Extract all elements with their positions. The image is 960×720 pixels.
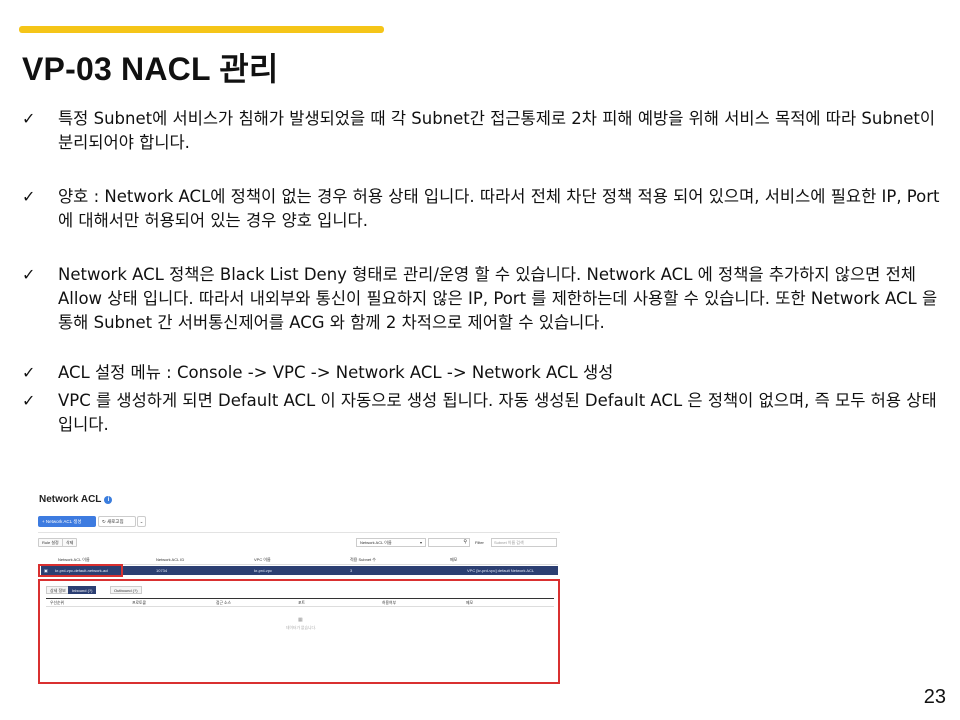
row-highlight-box	[38, 564, 123, 577]
bullet-item: ✓ ACL 설정 메뉴 : Console -> VPC -> Network …	[22, 361, 947, 385]
bullet-text: ACL 설정 메뉴 : Console -> VPC -> Network AC…	[58, 363, 614, 382]
divider	[38, 532, 560, 533]
detail-column-header: 접근 소스	[216, 601, 232, 605]
bullet-text: 특정 Subnet에 서비스가 침해가 발생되었을 때 각 Subnet간 접근…	[58, 109, 936, 152]
filter-select[interactable]: Network ACL 이름 ▾	[356, 538, 426, 547]
refresh-icon: ↻	[102, 519, 108, 524]
table-header: Network ACL 이름 Network ACL ID VPC 이름 적용 …	[44, 555, 558, 565]
rule-setting-button[interactable]: Rule 설정	[38, 538, 63, 547]
refresh-label: 새로고침	[107, 519, 124, 524]
column-header: VPC 이름	[254, 557, 271, 562]
filter-select-value: Network ACL 이름	[360, 540, 392, 545]
screenshot-title-text: Network ACL	[39, 494, 102, 505]
row-memo: VPC [kr-prd-vpc] default Network ACL	[467, 568, 535, 573]
checkmark-icon: ✓	[22, 391, 36, 410]
bullet-item: ✓ VPC 를 생성하게 되면 Default ACL 이 자동으로 생성 됩니…	[22, 389, 947, 437]
row-name: kr-prd-vpc-default-network-acl	[55, 568, 109, 573]
column-header: Network ACL ID	[156, 557, 185, 562]
page-title: VP-03 NACL 관리	[22, 51, 279, 87]
bullet-list: ✓ 특정 Subnet에 서비스가 침해가 발생되었을 때 각 Subnet간 …	[22, 107, 947, 437]
filter-label: Filter	[475, 540, 484, 545]
detail-column-header: 포트	[298, 601, 305, 605]
detail-panel-highlight: 상세 정보 Inbound (?) Outbound (?) 우선순위 프로토콜…	[38, 579, 560, 684]
bullet-text: VPC 를 생성하게 되면 Default ACL 이 자동으로 생성 됩니다.…	[58, 391, 937, 434]
empty-state-text: 데이터가 없습니다.	[286, 626, 317, 630]
bullet-item: ✓ 양호 : Network ACL에 정책이 없는 경우 허용 상태 입니다.…	[22, 185, 947, 233]
title-accent-bar	[19, 26, 384, 33]
detail-column-header: 허용여부	[382, 601, 396, 605]
table-row[interactable]: ▣ kr-prd-vpc-default-network-acl 10734 k…	[41, 566, 558, 575]
detail-column-header: 메모	[466, 601, 473, 605]
caret-down-icon: ▾	[419, 540, 422, 545]
row-subnets: 3	[350, 568, 353, 573]
chevron-down-icon[interactable]: ⌄	[137, 516, 146, 527]
page-number: 23	[923, 686, 946, 708]
tab-detail-info[interactable]: 상세 정보	[46, 586, 70, 594]
column-header: Network ACL 이름	[58, 557, 90, 562]
create-network-acl-button[interactable]: + Network ACL 생성	[38, 516, 96, 527]
detail-column-header: 프로토콜	[132, 601, 146, 605]
detail-table-header: 우선순위 프로토콜 접근 소스 포트 허용여부 메모	[46, 598, 554, 607]
refresh-button[interactable]: ↻ 새로고침	[98, 516, 136, 527]
checkmark-icon: ✓	[22, 187, 36, 206]
checkmark-icon: ✓	[22, 265, 36, 284]
checkmark-icon: ✓	[22, 109, 36, 128]
bullet-item: ✓ Network ACL 정책은 Black List Deny 형태로 관리…	[22, 263, 947, 335]
search-input[interactable]: ⚲	[428, 538, 470, 547]
info-icon: i	[104, 496, 113, 504]
bullet-text: Network ACL 정책은 Black List Deny 형태로 관리/운…	[58, 265, 938, 332]
checkmark-icon: ✓	[22, 363, 36, 382]
delete-button[interactable]: 삭제	[62, 538, 78, 547]
column-header: 메모	[450, 557, 458, 562]
row-checkbox[interactable]: ▣	[44, 568, 48, 573]
bullet-item: ✓ 특정 Subnet에 서비스가 침해가 발생되었을 때 각 Subnet간 …	[22, 107, 947, 155]
column-header: 적용 Subnet 수	[350, 557, 376, 562]
row-id: 10734	[156, 568, 168, 573]
row-vpc: kr-prd-vpc	[254, 568, 273, 573]
tab-outbound[interactable]: Outbound (?)	[110, 586, 142, 594]
search-icon: ⚲	[463, 539, 467, 545]
bullet-text: 양호 : Network ACL에 정책이 없는 경우 허용 상태 입니다. 따…	[58, 187, 940, 230]
empty-icon: ▦	[298, 617, 303, 623]
filter-input[interactable]: Subnet 이름 검색	[491, 538, 557, 547]
detail-column-header: 우선순위	[50, 601, 64, 605]
tab-inbound[interactable]: Inbound (?)	[68, 586, 97, 594]
